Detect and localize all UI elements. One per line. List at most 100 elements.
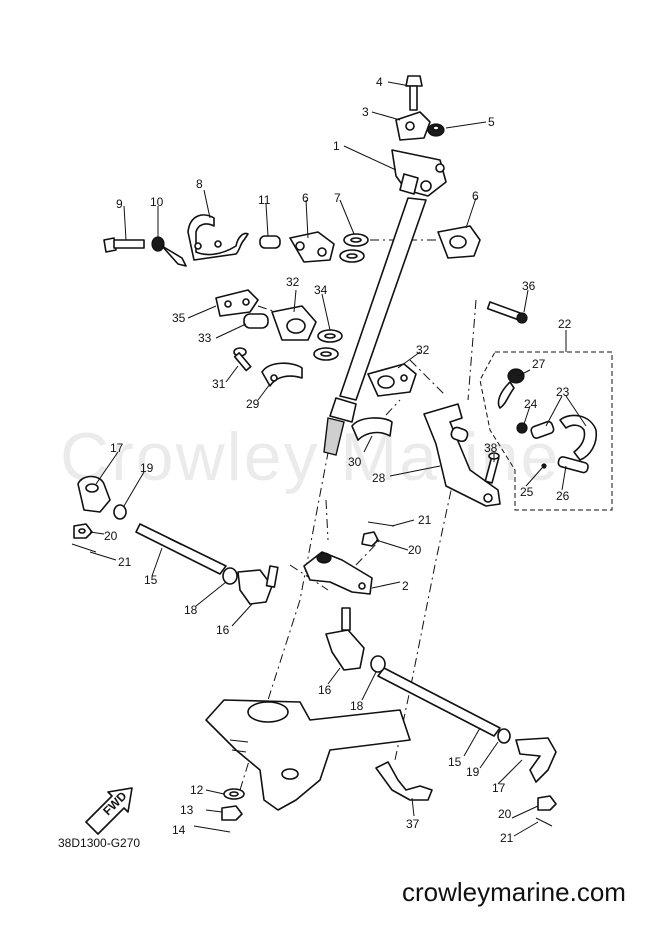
callout-13: 13: [180, 803, 194, 817]
callout-14: 14: [172, 823, 186, 837]
bracket-28: [423, 403, 501, 507]
callout-38: 38: [484, 441, 498, 455]
assembly-22-box: [479, 351, 613, 511]
top-nut: [427, 123, 445, 137]
callout-33: 33: [198, 331, 212, 345]
link-arm-2: [303, 551, 373, 595]
callout-10: 10: [150, 195, 164, 209]
callout-19b: 19: [466, 765, 480, 779]
callout-25: 25: [520, 485, 534, 499]
top-clamp: [395, 111, 431, 141]
bolt-9: [103, 237, 145, 253]
callout-7: 7: [334, 191, 341, 205]
nut-24: [516, 422, 528, 434]
key-26: [557, 456, 589, 474]
washer-19-left: [113, 504, 127, 520]
nut-18-right: [370, 655, 386, 673]
callout-6b: 6: [472, 189, 479, 203]
callout-31: 31: [212, 377, 226, 391]
bracket-37: [375, 761, 433, 801]
site-url: crowleymarine.com: [402, 877, 626, 907]
nut-20-center: [361, 531, 379, 547]
pin-25: [541, 463, 547, 469]
callout-5: 5: [488, 115, 495, 129]
collar-11: [259, 235, 281, 249]
diagram-code: 38D1300-G270: [58, 836, 141, 850]
callout-16a: 16: [216, 623, 230, 637]
bushings-34: [313, 329, 343, 361]
frame: [205, 699, 411, 811]
clamp-29: [261, 362, 303, 387]
callout-17b: 17: [492, 781, 506, 795]
bushing-holder-left: [289, 231, 335, 263]
fwd-arrow: FWD: [85, 787, 133, 835]
washer-19-right: [497, 728, 511, 744]
callout-35: 35: [172, 311, 186, 325]
callout-21c: 21: [500, 831, 514, 845]
callout-30: 30: [348, 455, 362, 469]
callout-32b: 32: [416, 343, 430, 357]
cotter-pin-14: [193, 825, 231, 833]
callout-20a: 20: [104, 529, 118, 543]
cotter-pin-21-left: [71, 543, 97, 553]
callout-23: 23: [556, 385, 570, 399]
callout-26: 26: [556, 489, 570, 503]
bushing-holder-32-left: [271, 305, 317, 341]
callout-28: 28: [372, 471, 386, 485]
tie-rod-end-17-left: [77, 475, 111, 513]
callout-3: 3: [362, 105, 369, 119]
callout-16b: 16: [318, 683, 332, 697]
cap-27: [497, 368, 525, 409]
nut-20-right: [537, 795, 557, 811]
callout-27: 27: [532, 357, 546, 371]
steering-column: [323, 149, 447, 456]
callout-29: 29: [246, 397, 260, 411]
tie-rod-15-right: [377, 667, 501, 737]
cotter-pin-21-right: [535, 817, 553, 827]
callout-11: 11: [258, 193, 271, 207]
top-bolt: [405, 75, 423, 111]
callout-37: 37: [406, 817, 420, 831]
cable-bracket: [187, 214, 249, 261]
bushing-holder-32-right: [367, 363, 417, 397]
leader-lines: [89, 81, 587, 837]
callout-20b: 20: [408, 543, 422, 557]
callout-15b: 15: [448, 755, 462, 769]
callout-8: 8: [196, 177, 203, 191]
callout-9: 9: [116, 197, 123, 211]
callout-34: 34: [314, 283, 328, 297]
callout-22: 22: [558, 317, 572, 331]
callout-32a: 32: [286, 275, 300, 289]
callout-18b: 18: [350, 699, 364, 713]
ball-joint-16-right: [325, 607, 365, 671]
clamp-30: [351, 417, 393, 441]
callout-24: 24: [524, 397, 538, 411]
collar-33: [243, 313, 269, 329]
callout-18a: 18: [184, 603, 198, 617]
callout-21b: 21: [418, 513, 432, 527]
callout-12: 12: [190, 783, 204, 797]
callout-21a: 21: [118, 555, 132, 569]
bolt-36: [486, 301, 528, 324]
cylinder-23: [530, 414, 598, 461]
callout-20c: 20: [498, 807, 512, 821]
nut-20-left: [73, 523, 93, 539]
callout-1: 1: [333, 139, 340, 153]
callout-6a: 6: [302, 191, 309, 205]
bolt-31: [233, 347, 252, 372]
plate-35: [215, 289, 259, 317]
nut-18-left: [222, 567, 238, 585]
washer-12: [223, 788, 245, 800]
callout-15a: 15: [144, 573, 158, 587]
ball-joint-16-left: [237, 565, 279, 605]
cotter-pin-21-center: [367, 521, 395, 527]
callout-4: 4: [376, 75, 383, 89]
tie-rod-end-17-right: [515, 737, 557, 783]
callout-36: 36: [522, 279, 536, 293]
nut-13: [221, 805, 243, 821]
callout-17a: 17: [110, 441, 124, 455]
bushing-holder-right: [437, 225, 481, 259]
callout-labels: 1 2 3 4 5 6 6 7 8 9 10 11 12 13 14 15 15…: [104, 75, 572, 845]
